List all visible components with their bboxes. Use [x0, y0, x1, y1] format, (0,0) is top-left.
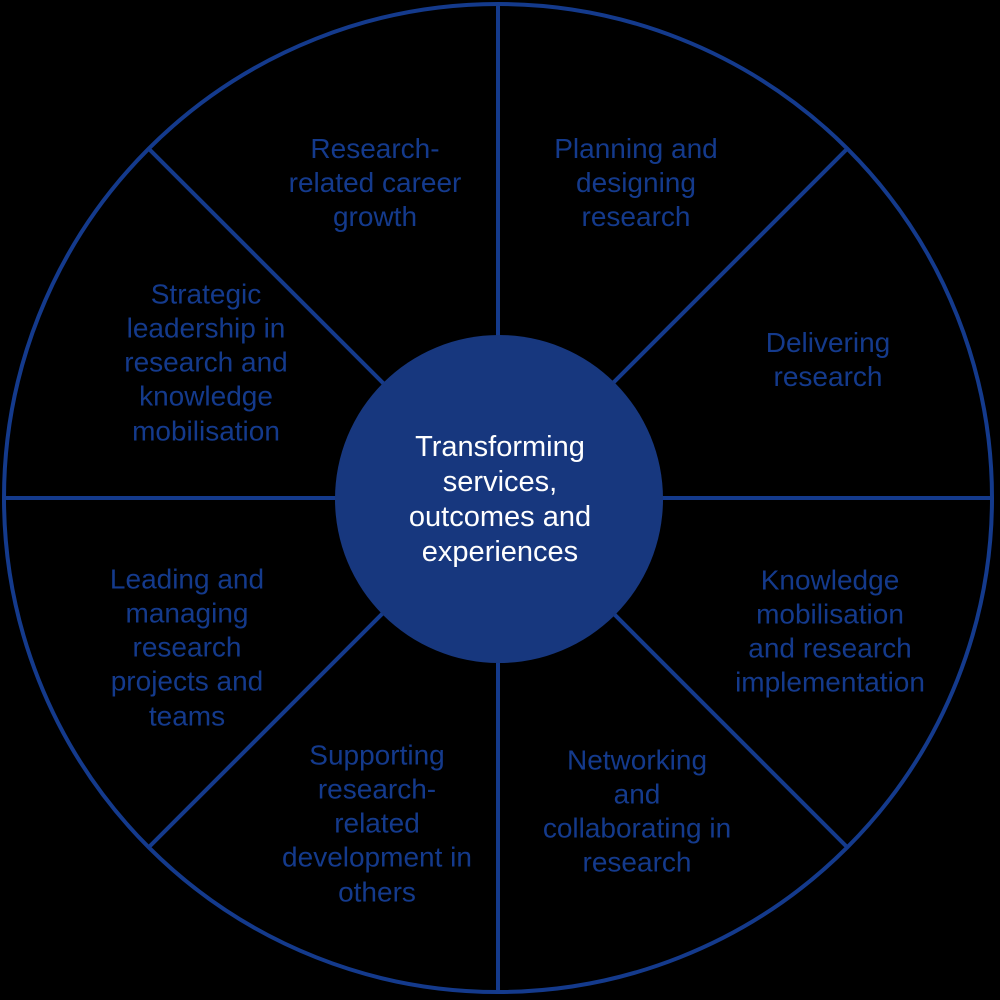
segment-label-leading-and-managing: Leading and managing research projects a…: [109, 563, 265, 732]
segment-label-planning-and-designing-research: Planning and designing research: [554, 132, 718, 233]
segment-label-networking-and-collaborating: Networking and collaborating in research: [542, 744, 732, 879]
segment-label-strategic-leadership: Strategic leadership in research and kno…: [124, 278, 288, 447]
center-label: Transforming services, outcomes and expe…: [408, 430, 592, 569]
center-circle: [335, 335, 663, 663]
segment-label-delivering-research: Delivering research: [765, 326, 891, 392]
segment-label-knowledge-mobilisation: Knowledge mobilisation and research impl…: [735, 564, 925, 699]
segment-label-supporting-development-in-others: Supporting research- related development…: [282, 739, 472, 908]
segment-label-research-related-career-growth: Research- related career growth: [288, 132, 462, 233]
